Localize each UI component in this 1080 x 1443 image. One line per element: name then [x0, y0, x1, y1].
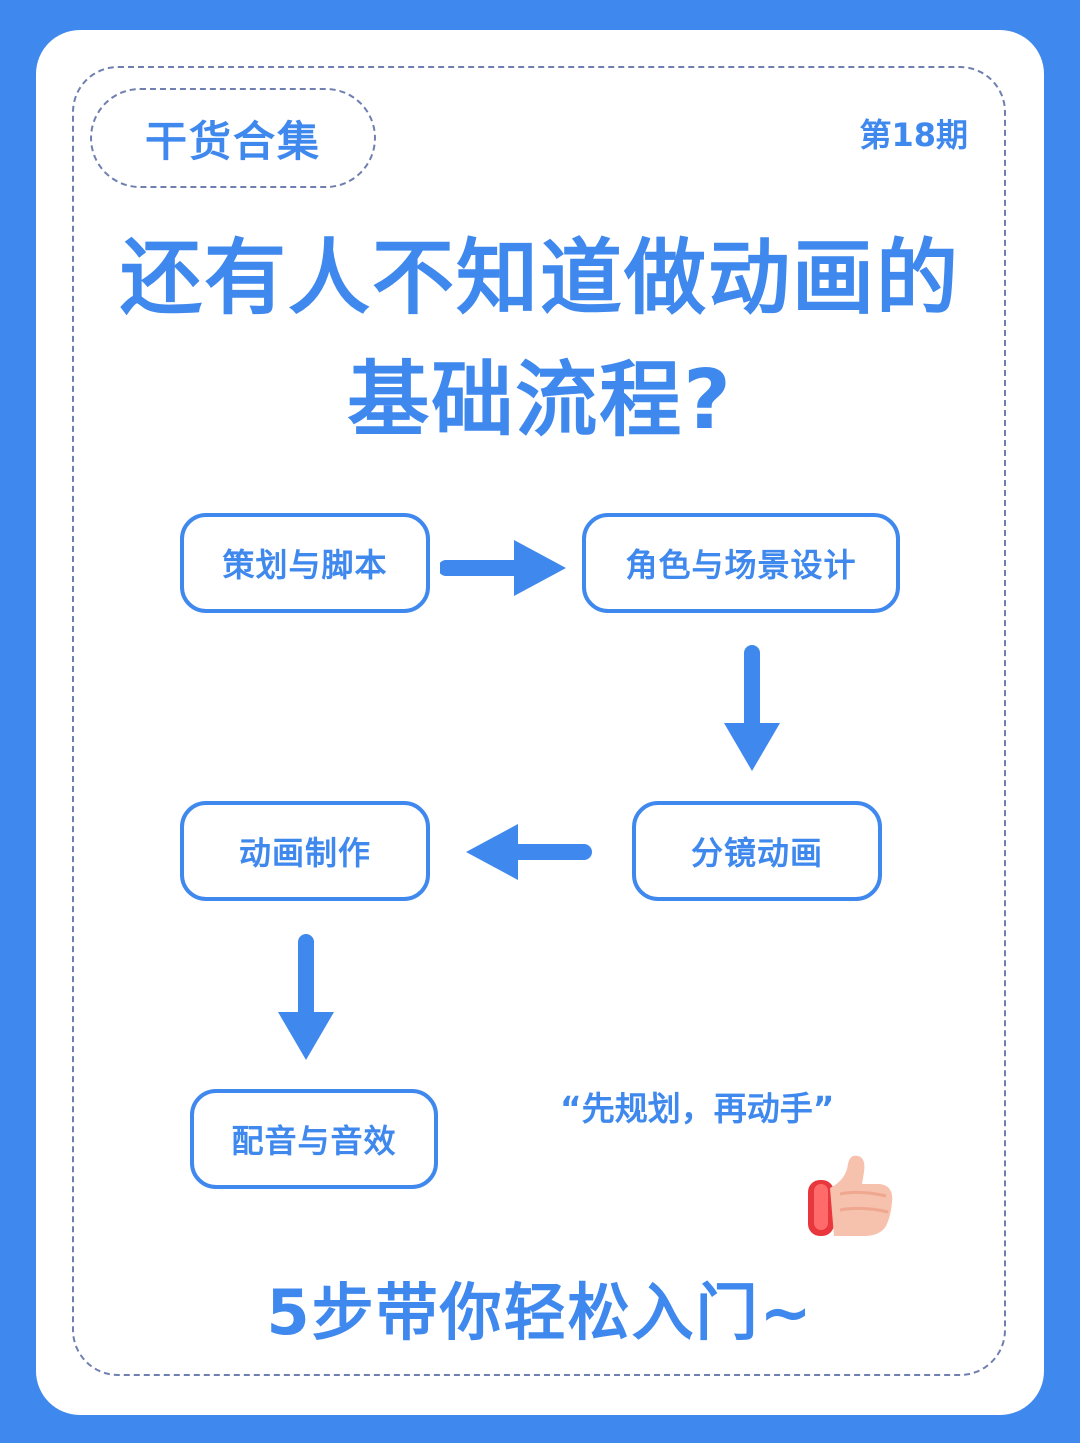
arrow-down-icon: [278, 934, 334, 1060]
step-storyboard: 分镜动画: [632, 801, 882, 901]
category-tag: 干货合集: [90, 88, 376, 188]
title-line-1: 还有人不知道做动画的: [119, 231, 960, 326]
arrow-down-icon: [724, 645, 780, 771]
quote-text: “先规划，再动手”: [560, 1089, 835, 1128]
step-planning-script: 策划与脚本: [180, 513, 430, 613]
arrow-left-icon: [466, 824, 592, 880]
arrow-right-icon: [440, 540, 566, 596]
step-animation-production: 动画制作: [180, 801, 430, 901]
step-voice-sound: 配音与音效: [190, 1089, 438, 1189]
footer-slogan: 5步带你轻松入门~: [266, 1276, 814, 1349]
thumbs-up-icon: [808, 1155, 893, 1236]
step-character-scene-design: 角色与场景设计: [582, 513, 900, 613]
dashed-frame: [72, 66, 1006, 1376]
issue-number: 第18期: [859, 116, 968, 154]
title-line-2: 基础流程?: [347, 353, 733, 448]
